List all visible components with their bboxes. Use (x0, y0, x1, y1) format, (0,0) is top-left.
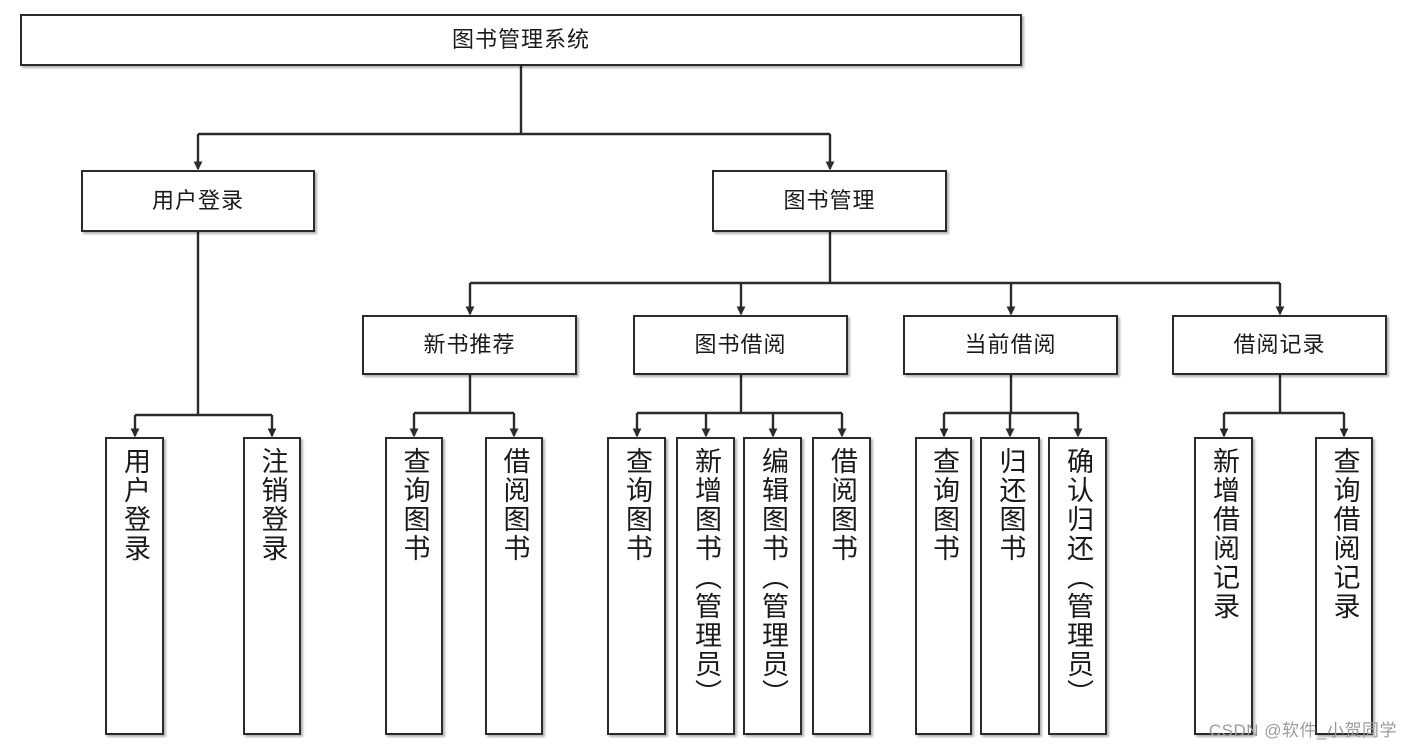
node-borrow[interactable]: 图书借阅 (633, 315, 848, 375)
node-label: 编辑图书（管理员） (758, 447, 788, 708)
node-label: 图书借阅 (694, 332, 787, 358)
node-label: 图书管理系统 (451, 27, 590, 53)
node-label: 借阅记录 (1233, 332, 1326, 358)
node-label: 借阅图书 (827, 447, 857, 563)
node-l5[interactable]: 查询图书 (607, 437, 666, 735)
node-l9[interactable]: 查询图书 (915, 437, 972, 735)
node-l11[interactable]: 确认归还（管理员） (1048, 437, 1107, 735)
node-records[interactable]: 借阅记录 (1172, 315, 1387, 375)
node-l13[interactable]: 查询借阅记录 (1315, 437, 1373, 735)
watermark-label: CSDN @软件_小贺同学 (1208, 721, 1397, 740)
node-bookmgmt[interactable]: 图书管理 (712, 170, 947, 232)
node-label: 注销登录 (257, 447, 288, 563)
node-label: 当前借阅 (964, 332, 1057, 358)
node-l3[interactable]: 查询图书 (385, 437, 443, 735)
node-label: 借阅图书 (499, 447, 530, 563)
node-l10[interactable]: 归还图书 (980, 437, 1040, 735)
node-login[interactable]: 用户登录 (81, 170, 315, 232)
node-label: 新增图书（管理员） (691, 447, 721, 708)
node-label: 查询图书 (622, 447, 652, 563)
node-label: 用户登录 (151, 188, 244, 214)
node-label: 确认归还（管理员） (1063, 447, 1093, 708)
node-current[interactable]: 当前借阅 (903, 315, 1118, 375)
node-newbook[interactable]: 新书推荐 (362, 315, 577, 375)
node-label: 查询图书 (929, 447, 959, 563)
node-l4[interactable]: 借阅图书 (485, 437, 543, 735)
node-label: 查询借阅记录 (1329, 447, 1360, 621)
node-label: 新增借阅记录 (1209, 447, 1239, 621)
node-l8[interactable]: 借阅图书 (812, 437, 871, 735)
node-l6[interactable]: 新增图书（管理员） (676, 437, 735, 735)
node-label: 归还图书 (995, 447, 1026, 563)
node-label: 查询图书 (399, 447, 430, 563)
node-label: 用户登录 (120, 447, 150, 563)
node-label: 新书推荐 (423, 332, 516, 358)
node-l2[interactable]: 注销登录 (243, 437, 301, 735)
node-l7[interactable]: 编辑图书（管理员） (743, 437, 802, 735)
node-root[interactable]: 图书管理系统 (20, 14, 1022, 66)
node-l1[interactable]: 用户登录 (105, 437, 164, 735)
node-label: 图书管理 (783, 188, 876, 214)
node-l12[interactable]: 新增借阅记录 (1194, 437, 1253, 735)
